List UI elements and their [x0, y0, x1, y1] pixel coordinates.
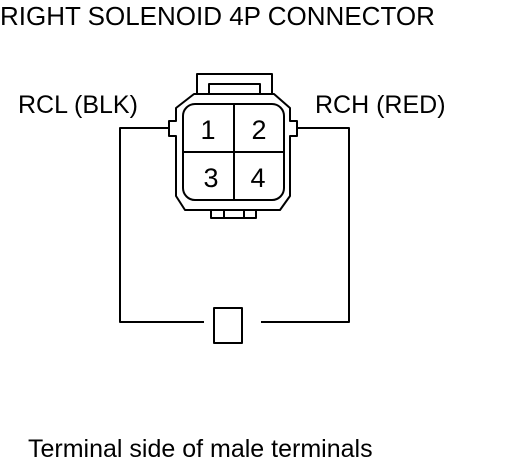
terminal-2: 2 — [251, 115, 266, 145]
connector-top-tab — [196, 73, 273, 94]
wire-rch — [261, 127, 350, 323]
connector-top-tab-inner — [208, 83, 261, 94]
diagram-caption: Terminal side of male terminals — [28, 435, 373, 463]
connector-bottom-tab — [210, 210, 257, 219]
wire-label-rcl: RCL (BLK) — [18, 91, 138, 119]
wire-label-rch: RCH (RED) — [315, 91, 446, 119]
diagram-title: RIGHT SOLENOID 4P CONNECTOR — [0, 1, 435, 31]
terminal-3: 3 — [203, 163, 218, 193]
connector-outer-shell — [168, 93, 298, 211]
wire-rcl — [119, 127, 204, 323]
terminal-1: 1 — [200, 115, 215, 145]
terminal-4: 4 — [250, 163, 265, 193]
ohmmeter-symbol — [213, 307, 243, 344]
